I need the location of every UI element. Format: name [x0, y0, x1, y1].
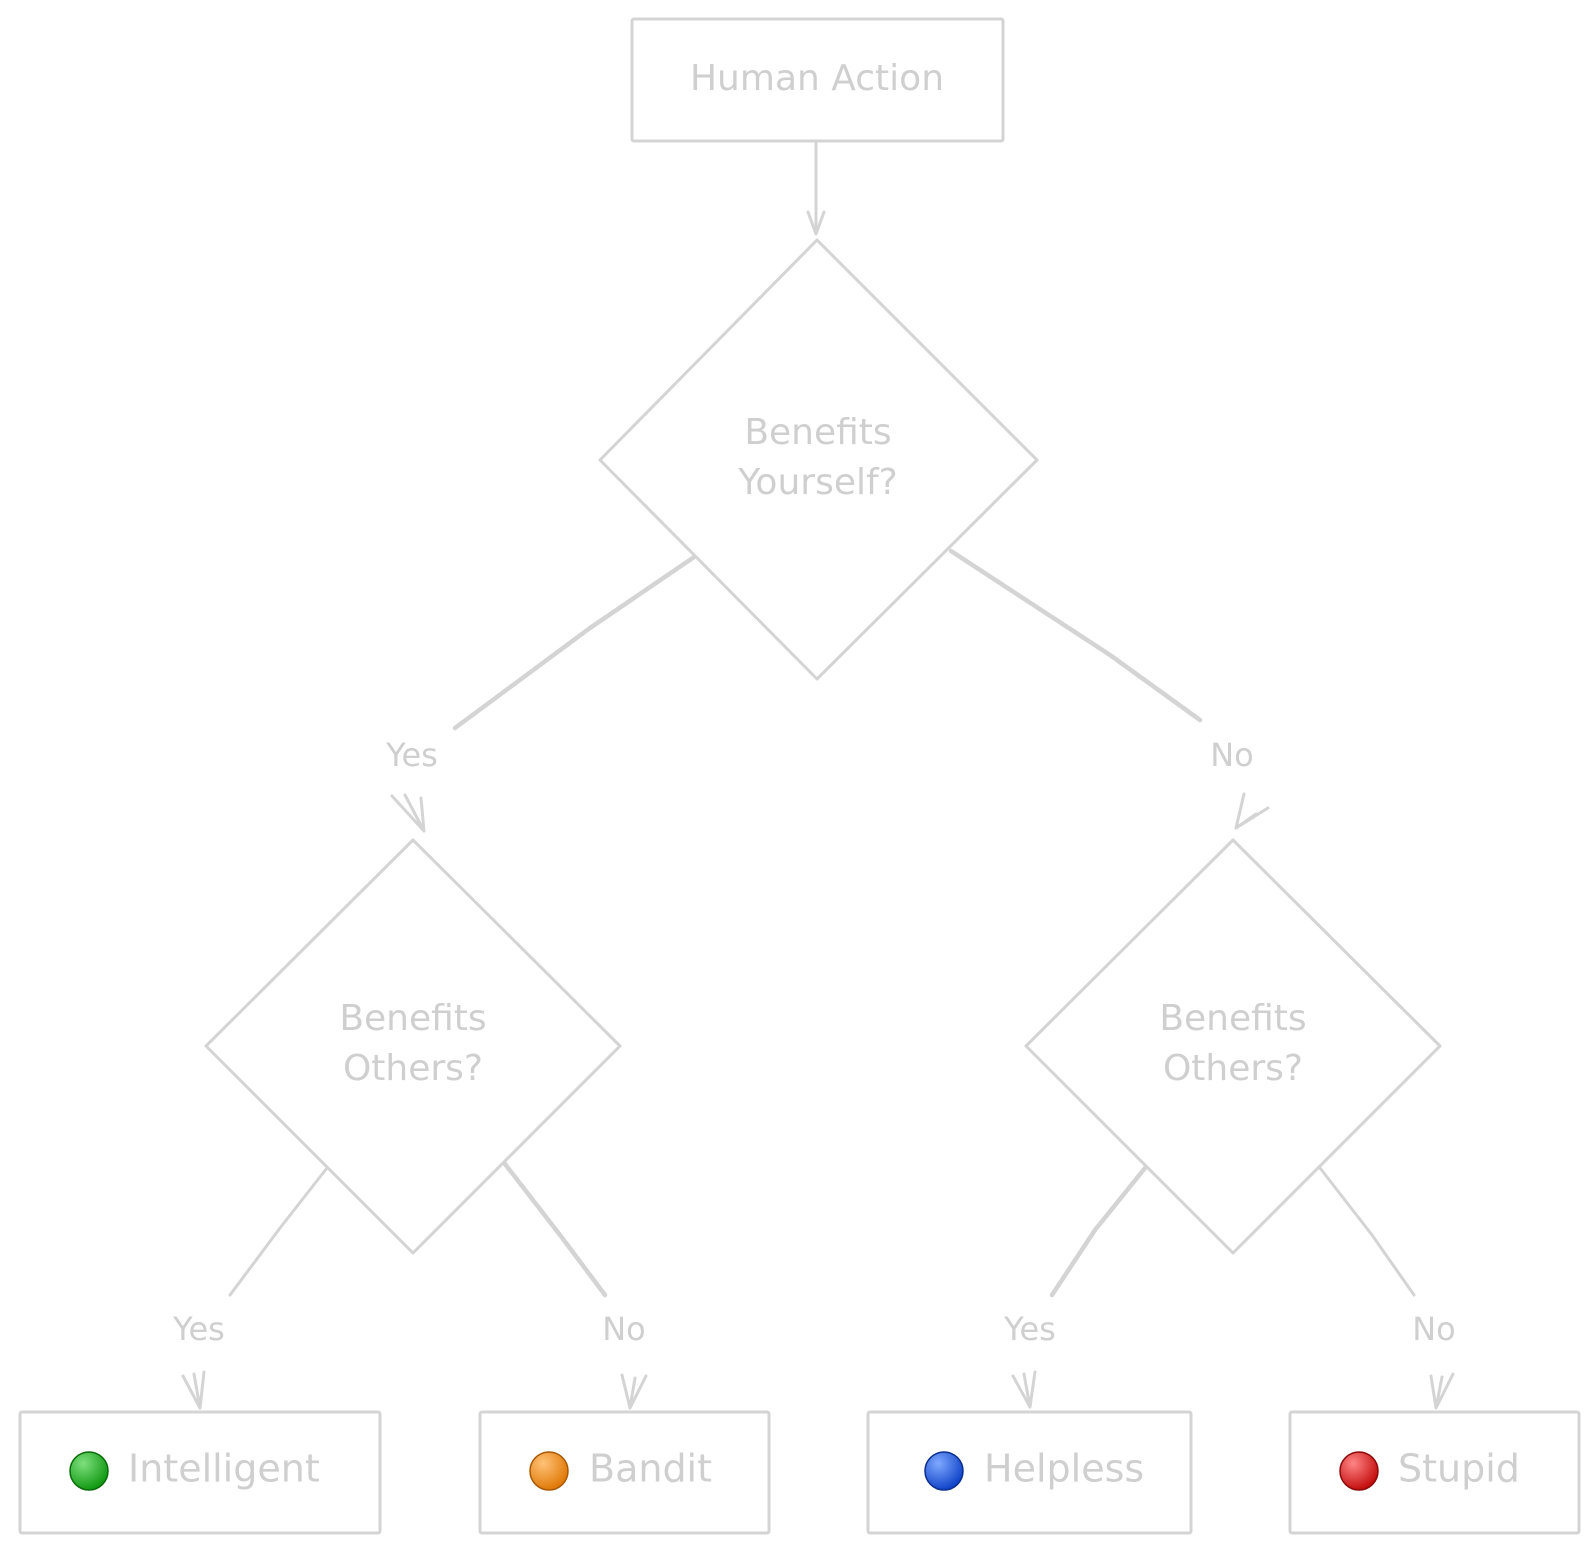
connector-root-to-self: [806, 140, 826, 236]
outcome-stupid: Stupid: [1288, 1410, 1581, 1535]
decision-benefits-others-right: Benefits Others?: [1024, 838, 1442, 1255]
decision-left-line1: Benefits: [339, 998, 486, 1039]
connector-self-no: [948, 548, 1270, 830]
root-node: Human Action: [630, 17, 1005, 143]
outcome-bandit: Bandit: [478, 1410, 771, 1535]
edge-label-right-no: No: [1412, 1310, 1456, 1348]
red-circle-icon: [1339, 1451, 1379, 1491]
connector-right-no: [1318, 1166, 1455, 1410]
outcome-helpless: Helpless: [866, 1410, 1193, 1535]
outcome-intelligent: Intelligent: [18, 1410, 382, 1535]
edge-label-self-yes: Yes: [385, 736, 438, 774]
connector-right-yes: [1011, 1165, 1148, 1409]
edge-label-right-yes: Yes: [1003, 1310, 1056, 1348]
outcome-intelligent-label: Intelligent: [128, 1447, 320, 1491]
outcome-stupid-label: Stupid: [1398, 1447, 1520, 1491]
orange-circle-icon: [529, 1451, 569, 1491]
decision-benefits-yourself: Benefits Yourself?: [598, 238, 1039, 681]
outcome-bandit-label: Bandit: [589, 1447, 712, 1491]
connector-left-yes: [181, 1166, 329, 1410]
decision-benefits-others-left: Benefits Others?: [204, 838, 622, 1255]
outcome-helpless-label: Helpless: [984, 1447, 1144, 1491]
edge-label-self-no: No: [1210, 736, 1254, 774]
decision-right-line2: Others?: [1163, 1048, 1303, 1089]
decision-benefits-yourself-line2: Yourself?: [737, 462, 898, 503]
green-circle-icon: [69, 1451, 109, 1491]
decision-left-line2: Others?: [343, 1048, 483, 1089]
edge-label-left-no: No: [602, 1310, 646, 1348]
edge-label-left-yes: Yes: [172, 1310, 225, 1348]
connector-left-no: [502, 1161, 648, 1410]
connector-self-yes: [390, 550, 703, 833]
blue-circle-icon: [924, 1451, 964, 1491]
root-node-label: Human Action: [690, 58, 944, 99]
decision-benefits-yourself-line1: Benefits: [744, 412, 891, 453]
decision-right-line1: Benefits: [1159, 998, 1306, 1039]
